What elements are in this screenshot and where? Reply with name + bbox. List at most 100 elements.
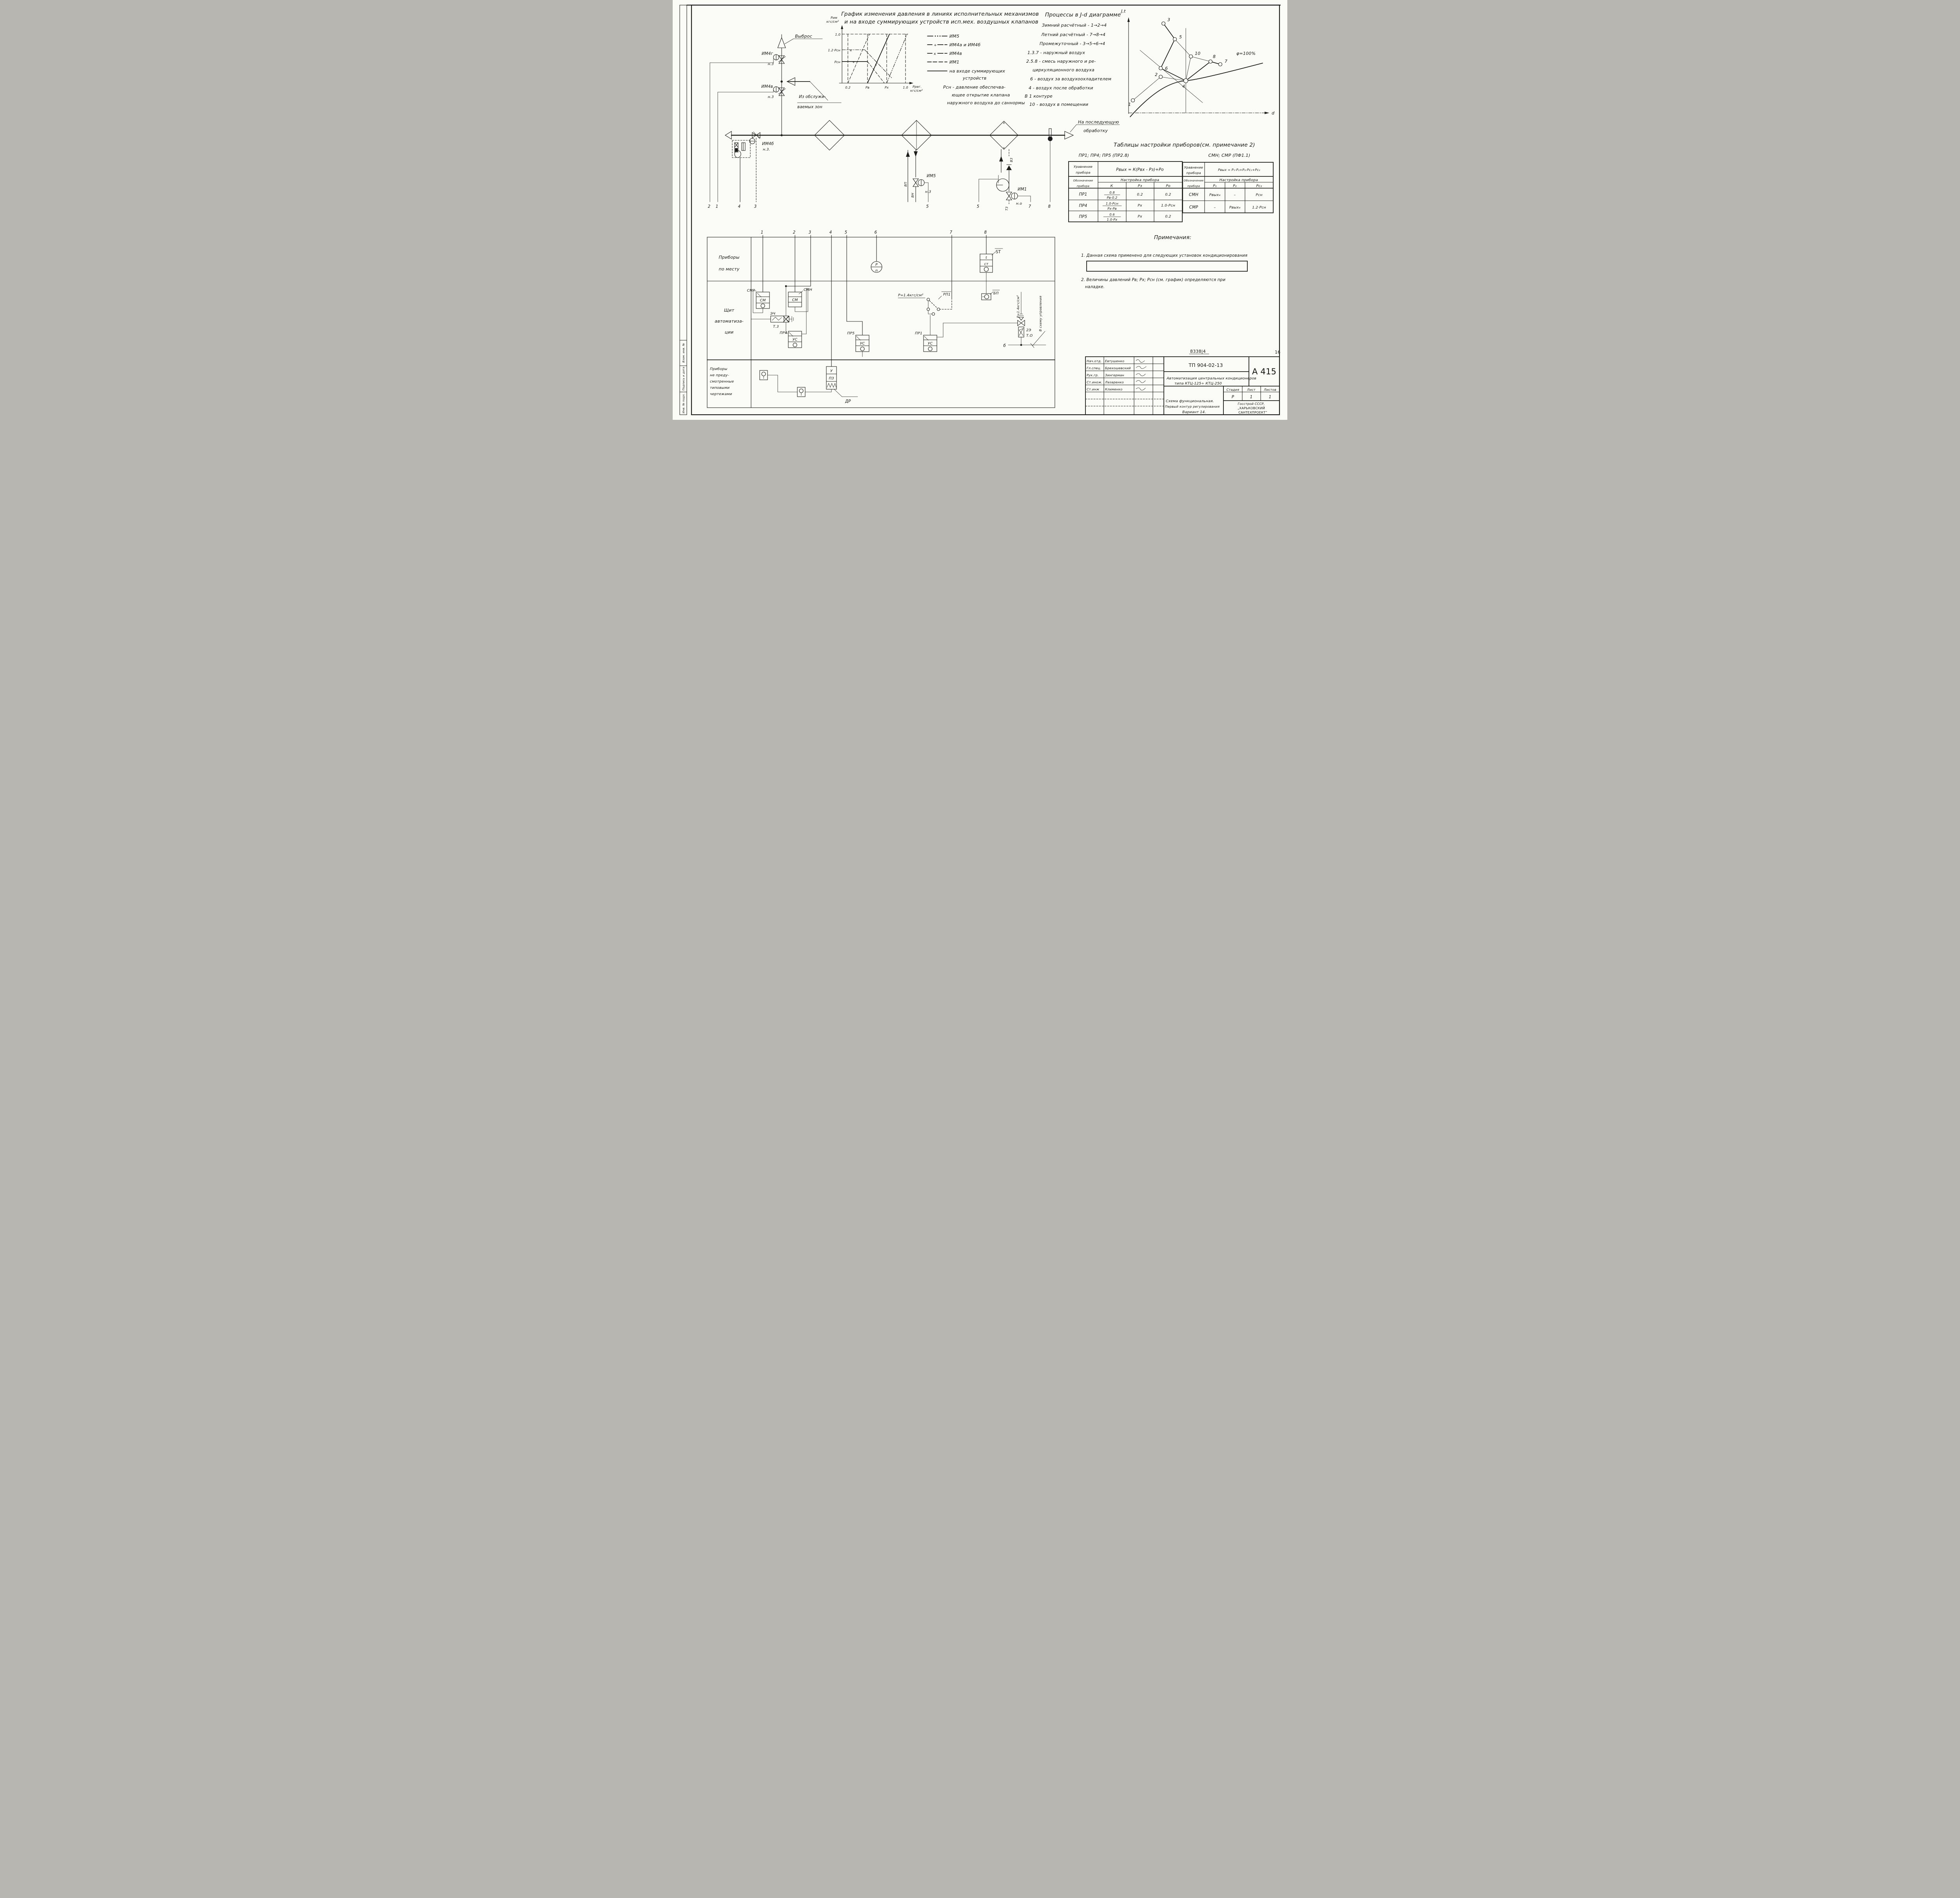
svg-text:x: x [850,48,852,52]
k-num: 0.8 [1109,191,1115,194]
chart-curves: + x x [842,34,907,83]
album-code: А 415 [1252,367,1276,376]
sheet-header: Лист [1247,388,1256,392]
rp1-label: РП1 [943,292,951,297]
jd-phi-label: φ=100% [1236,51,1256,56]
notes: Примечания: 1. Данная схема применено дл… [1081,234,1248,289]
note-2b: наладке. [1085,285,1105,289]
sheet-corner-number: 16 [1275,350,1280,355]
svg-text:+: + [934,43,937,47]
stage-header: Стадия [1227,388,1240,392]
name: Зингерман [1105,373,1124,377]
note-1: 1. Данная схема применено для следующих … [1081,254,1247,258]
jd-point-label: 2 [1155,72,1158,77]
wire-number: 5 [977,205,980,209]
row-name: ПР4 [1079,204,1087,208]
next-processing-label2: обработку [1083,128,1108,133]
col-header: Ро [1166,184,1171,188]
right-table-caption: СМН; СМР (ПФ1.1) [1209,153,1250,158]
subject-line1: Автоматизация центральных кондиционеров [1166,376,1256,381]
jd-axis-horizontal-label: d [1272,111,1275,116]
smr-device: СМ СМР [747,289,770,313]
eq-label2: прибора [1076,171,1091,174]
signature [1136,380,1146,383]
settings-tables: Таблицы настройки приборов(см. примечани… [1068,142,1274,222]
role: Ст.инож. [1087,380,1102,384]
pressure-graph-title: График изменения давления в линиях испол… [841,11,1039,25]
p2-val: Рвых₄ [1229,205,1240,210]
left-equation: Рвых = К(Рвх - Рз)+Ро [1116,168,1163,172]
row3-devices: У ПЗ ДР [759,366,858,404]
des-label: Обозначение [1073,179,1093,182]
sheet-value: 1 [1250,395,1253,399]
st-label: ST [996,250,1001,254]
row-name: ПР5 [1079,215,1087,219]
jd-point-label: 6 [1165,66,1168,71]
note-blank-field [1086,261,1248,272]
svg-text:+: + [852,60,855,64]
x-tick: 1.0 [903,85,908,89]
next-processing-label: На последующую [1078,120,1119,125]
iz-zon-label: Из обслужи- [799,94,826,99]
im4v-state: н.3 [768,95,774,99]
des-label2: прибора [1187,185,1200,188]
valve-im4b-icon [749,131,760,202]
jd-segments [1132,23,1221,103]
wire-number: 5 [926,205,929,209]
jd-point-label: 7 [1225,59,1227,64]
panel-row3-label: не преду- [710,373,729,377]
subject-line2: типа КТЦ-125÷ КТЦ-250 [1174,381,1222,386]
jd-line: Промежуточный - 3→5→6→4 [1040,41,1105,46]
im5-label: ИМ5 [927,174,936,178]
pressure-chart: Рим кгс/см² 1.0 1.2·Рсн Рсн 0.2 Рв Рх 1.… [826,16,923,93]
ech-t3-label: Т.3 [773,325,779,329]
wire-number: 7 [1029,205,1031,209]
valve-im4g-icon [773,54,786,64]
des-label: Обозначение [1184,179,1204,182]
legend-line-im4ab: + [927,43,947,47]
rp1-pressure-label: Р=1.4кгс/см² [898,293,924,298]
scheme-name3: Вариант 14. [1182,410,1206,414]
settings-table-left: Уравнение прибора Рвых = К(Рвх - Рз)+Ро … [1068,161,1183,222]
im4v-label: ИМ4в [761,85,773,89]
sm-cell: СМ [760,298,766,303]
set-label: Настройка прибора [1220,178,1258,182]
p1-val: – [1214,205,1216,210]
margin-label: Инв. № подл. [682,394,685,414]
signature [1136,387,1146,390]
jd-line: 10 - воздух в помещении [1029,102,1088,107]
st-t-cell: t [985,256,987,260]
im1-state: н.о [1016,201,1022,206]
graph-title-line2: и на входе суммирующих устройств исп.мех… [844,19,1038,25]
p0-val: 0.2 [1165,192,1171,197]
im5-state: н.3 [925,190,931,194]
legend-line-im5 [927,35,947,37]
circuit-number: 2 [793,230,796,235]
jd-points: 3 5 10 8 7 6 2 4 1 [1128,17,1227,107]
panel-row2-label: Щит [724,308,735,313]
p3-val: Рх [1138,214,1142,219]
legend-label: устройств [962,76,987,81]
local-instrument-box [732,140,751,202]
svg-text:x: x [934,52,936,56]
x-tick: Рх [885,85,889,89]
jd-phi-curve [1130,63,1263,117]
pr1-device: УС ПР1 [915,315,944,352]
bp-label: БП [993,291,999,296]
x-axis-unit2: кгс/см² [910,89,923,93]
signature [1136,366,1147,369]
automation-panel: Приборы по месту Щит автоматиза- ции При… [707,230,1055,408]
left-table-caption: ПР1; ПР4; ПР5 (ПР2.8) [1079,153,1129,158]
legend-line-im4v: x [927,52,947,56]
notes-title: Примечания: [1154,234,1191,241]
set-label: Настройка прибора [1121,178,1160,182]
pc2-val: Рсн [1256,193,1262,197]
e2-to-label: Т.О [1026,334,1033,338]
signature [1136,359,1145,363]
doc-number: 8338|4 [1190,349,1206,354]
jd-point-label: 10 [1195,51,1200,56]
pz-cell: ПЗ [829,376,834,381]
jd-diagram: J,t d φ=100% [1120,9,1275,117]
us-cell: УС [793,338,798,342]
legend-note1: Рсн - давление обеспечва- [943,85,1005,90]
